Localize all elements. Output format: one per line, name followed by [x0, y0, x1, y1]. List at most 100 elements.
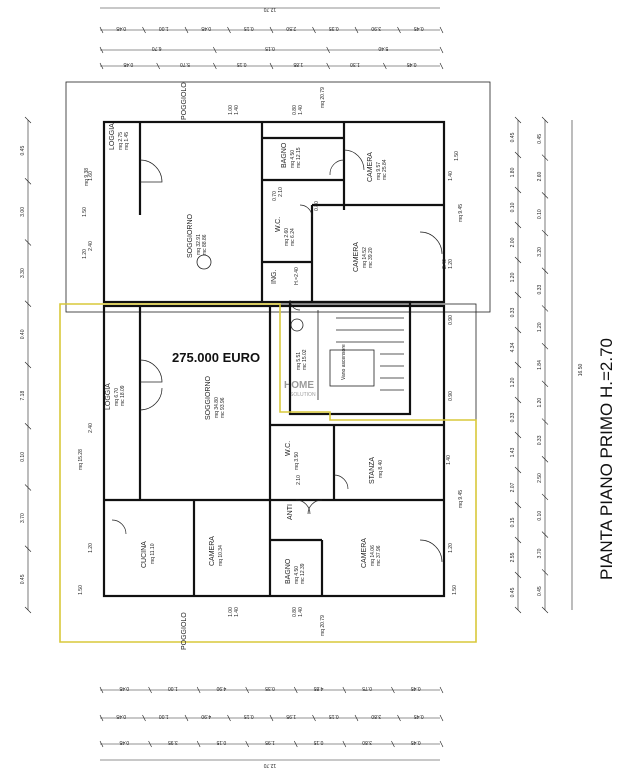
- dim-tick: [148, 740, 152, 748]
- dim-tick: [326, 46, 330, 54]
- lower-anti-label: ANTI: [287, 504, 294, 520]
- section-marker-2: [290, 318, 304, 332]
- bottom-window-dim-0: 1.00: [228, 607, 234, 617]
- dim-tick: [391, 686, 395, 694]
- dim-bottom_row1-2: 4.90: [216, 685, 226, 691]
- unit-highlight-outline: [59, 303, 477, 643]
- lower-wc-label: W.C.: [285, 441, 292, 456]
- dim-right_col1-6: 4.34: [510, 342, 516, 352]
- dim-right_col2-8: 0.33: [537, 435, 543, 445]
- lower-stanza-area: mq 8.40: [378, 460, 384, 478]
- dim-bottom_row1-6: 0.45: [411, 685, 421, 691]
- upper-camera2-label: CAMERA: [353, 242, 360, 272]
- dim-tick: [24, 484, 32, 491]
- dim-left_col-1: 3.00: [20, 207, 26, 217]
- dim-tick: [24, 239, 32, 246]
- right-window-dim-0: 1.50: [454, 151, 460, 161]
- dim-tick: [24, 361, 32, 369]
- right-window-dim-8: 1.50: [452, 585, 458, 595]
- right-window-dim-1: 1.40: [448, 171, 454, 181]
- dim-right_col1-7: 1.20: [510, 377, 516, 387]
- right-window-dim-4: 0.90: [448, 315, 454, 325]
- dim-right_col1-11: 0.15: [510, 517, 516, 527]
- lower-loggia-area2: mc 18.09: [120, 385, 126, 406]
- dim-tick: [514, 571, 522, 579]
- upper-ing-label: ING.: [271, 270, 278, 284]
- dim-bottom_row3-4: 0.15: [313, 739, 323, 745]
- dim-tick: [514, 221, 522, 229]
- dim-tick: [514, 361, 522, 369]
- dim-tick: [514, 501, 522, 509]
- dim-top_row1-6: 3.90: [371, 25, 381, 31]
- dim-tick: [541, 116, 549, 124]
- dim-tick: [541, 192, 549, 199]
- dim-tick: [312, 26, 316, 34]
- dim-bottom_row2-3: 0.15: [244, 713, 254, 719]
- upper-loggia-area: mq 2.75: [118, 132, 124, 150]
- lower-camera-area2: mc 37.96: [376, 545, 382, 566]
- lower-unit-labels: LOGGIA mq 6.70 mc 18.09 SOGGIORNO mq 34.…: [105, 350, 384, 650]
- dim-right_col2-0: 0.45: [537, 134, 543, 144]
- dim-bottom_row2-5: 0.15: [329, 713, 339, 719]
- lower-bagno-label: BAGNO: [285, 558, 292, 584]
- dim-tick: [354, 26, 359, 34]
- top-window-dim-3: 1.40: [298, 105, 304, 115]
- dim-tick: [269, 62, 274, 70]
- dim-bottom_row2-1: 1.00: [159, 713, 169, 719]
- dim-right_col2-4: 0.33: [537, 285, 543, 295]
- dim-top_row3-2: 0.15: [237, 61, 247, 67]
- dim-right_col2-12: 0.45: [537, 586, 543, 596]
- upper-bagno-label: BAGNO: [281, 142, 288, 168]
- dim-top_row1-1: 1.00: [159, 25, 169, 31]
- dim-left_col-4: 7.18: [20, 391, 26, 401]
- dim-tick: [142, 26, 146, 34]
- dim-tick: [541, 305, 549, 312]
- dim-right_col1-8: 0.33: [510, 412, 516, 422]
- dim-right_col1-0: 0.45: [510, 132, 516, 142]
- dim-bottom_row1-0: 0.45: [119, 685, 129, 691]
- left-window-dim-5: 1.20: [88, 543, 94, 553]
- dim-tick: [245, 686, 249, 694]
- dim-left_col-3: 0.40: [20, 329, 26, 339]
- lower-cucina-area: mq 11.10: [150, 543, 156, 564]
- dim-bottom_row2-0: 0.45: [116, 713, 126, 719]
- dim-top_row3-5: 0.45: [407, 61, 417, 67]
- dim-bottom_row3-1: 3.95: [168, 739, 178, 745]
- dim-tick: [148, 686, 152, 694]
- lower-loggia-area: mq 6.70: [114, 388, 120, 406]
- side-right-lower: mq 9.45: [458, 490, 464, 508]
- lower-poggiolo-area: mq 20.79: [320, 615, 326, 636]
- dim-tick: [439, 740, 444, 748]
- dim-top_row2-1: 0.15: [265, 45, 275, 51]
- dim-left_col-2: 3.30: [20, 268, 26, 278]
- lower-bagno-area2: mc 12.39: [300, 563, 306, 584]
- dim-right_col2-10: 0.10: [537, 511, 543, 521]
- dim-tick: [514, 606, 522, 614]
- dim-tick: [99, 740, 104, 748]
- price-label: 275.000 EURO: [172, 350, 260, 365]
- dim-tick: [99, 686, 104, 694]
- dim-tick: [213, 46, 217, 54]
- dim-right_col1-5: 0.33: [510, 307, 516, 317]
- interior-dim-0: H.=2.40: [294, 267, 300, 285]
- dim-right_col1-3: 2.00: [510, 237, 516, 247]
- interior-dim-4: 2.10: [296, 475, 302, 485]
- right-total-dim: 16.50: [578, 364, 584, 377]
- dim-tick: [312, 714, 316, 722]
- dim-bottom_row2-7: 0.45: [414, 713, 424, 719]
- dim-tick: [142, 714, 146, 722]
- left-window-dim-2: 2.40: [88, 241, 94, 251]
- dim-tick: [439, 686, 444, 694]
- bottom-dimension-lines: 12.70: [100, 689, 440, 768]
- upper-camera2-area2: mc 39.20: [368, 247, 374, 268]
- dim-tick: [99, 62, 104, 70]
- dim-right_col2-2: 0.10: [537, 209, 543, 219]
- dim-top_row1-3: 0.15: [244, 25, 254, 31]
- right-window-dim-6: 1.40: [446, 455, 452, 465]
- dim-tick: [439, 26, 444, 34]
